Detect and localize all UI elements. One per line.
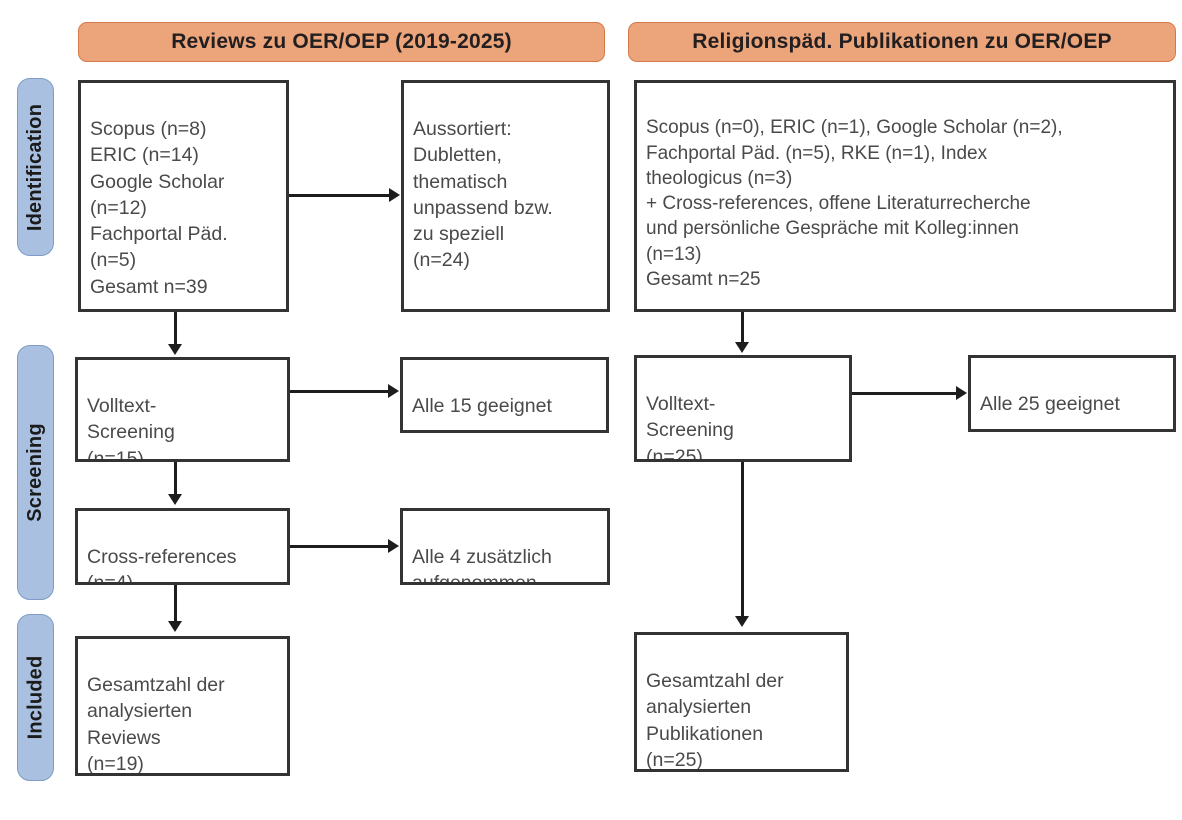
box-left-all-suitable-text: Alle 15 geeignet [412, 395, 552, 418]
box-left-excluded: Aussortiert: Dubletten, thematisch unpas… [401, 80, 610, 312]
box-right-fulltext-screening-text: Volltext- Screening (n=25) [646, 393, 734, 462]
arrowhead-right-screening-to-suitable [956, 386, 967, 400]
connector-left-crossrefs-to-added [290, 545, 388, 548]
connector-right-screening-to-suitable [852, 392, 956, 395]
box-right-fulltext-screening: Volltext- Screening (n=25) [634, 355, 852, 462]
arrowhead-left-screening-to-crossrefs [168, 494, 182, 505]
stage-label-identification: Identification [24, 103, 46, 231]
box-left-identification-sources: Scopus (n=8) ERIC (n=14) Google Scholar … [78, 80, 289, 312]
box-left-fulltext-screening-text: Volltext- Screening (n=15) [87, 395, 175, 462]
box-right-identification-sources: Scopus (n=0), ERIC (n=1), Google Scholar… [634, 80, 1176, 312]
stage-label-screening: Screening [24, 423, 46, 522]
column-header-reviews: Reviews zu OER/OEP (2019-2025) [78, 22, 605, 62]
connector-left-crossrefs-to-included [174, 585, 177, 623]
box-right-identification-sources-text: Scopus (n=0), ERIC (n=1), Google Scholar… [646, 117, 1063, 290]
box-right-included-total-text: Gesamtzahl der analysierten Publikatione… [646, 670, 784, 771]
box-left-cross-references: Cross-references (n=4) [75, 508, 290, 585]
connector-left-sources-to-screening [174, 312, 177, 346]
column-header-religionspaed: Religionspäd. Publikationen zu OER/OEP [628, 22, 1176, 62]
box-left-identification-sources-text: Scopus (n=8) ERIC (n=14) Google Scholar … [90, 118, 228, 298]
box-left-included-total: Gesamtzahl der analysierten Reviews (n=1… [75, 636, 290, 776]
box-left-excluded-text: Aussortiert: Dubletten, thematisch unpas… [413, 118, 553, 272]
arrowhead-right-sources-to-screening [735, 342, 749, 353]
box-left-all-suitable: Alle 15 geeignet [400, 357, 609, 433]
box-right-all-suitable-text: Alle 25 geeignet [980, 393, 1120, 416]
connector-left-screening-to-crossrefs [174, 462, 177, 496]
box-left-all-added: Alle 4 zusätzlich aufgenommen [400, 508, 610, 585]
arrowhead-right-screening-to-included [735, 616, 749, 627]
column-header-reviews-label: Reviews zu OER/OEP (2019-2025) [171, 30, 512, 53]
stage-label-included: Included [24, 655, 47, 740]
box-left-all-added-text: Alle 4 zusätzlich aufgenommen [412, 546, 552, 585]
stage-pill-identification: Identification [17, 78, 54, 256]
arrowhead-left-screening-to-suitable [388, 384, 399, 398]
box-left-included-total-text: Gesamtzahl der analysierten Reviews (n=1… [87, 674, 225, 775]
box-right-all-suitable: Alle 25 geeignet [968, 355, 1176, 432]
arrowhead-left-crossrefs-to-included [168, 621, 182, 632]
connector-left-screening-to-suitable [290, 390, 388, 393]
box-left-cross-references-text: Cross-references (n=4) [87, 546, 237, 585]
arrowhead-left-sources-to-screening [168, 344, 182, 355]
arrowhead-left-crossrefs-to-added [388, 539, 399, 553]
connector-right-screening-to-included [741, 462, 744, 618]
stage-pill-included: Included [17, 614, 54, 781]
box-left-fulltext-screening: Volltext- Screening (n=15) [75, 357, 290, 462]
column-header-religionspaed-label: Religionspäd. Publikationen zu OER/OEP [692, 30, 1112, 53]
stage-pill-screening: Screening [17, 345, 54, 600]
arrowhead-left-sources-to-excluded [389, 188, 400, 202]
connector-left-sources-to-excluded [289, 194, 389, 197]
connector-right-sources-to-screening [741, 312, 744, 344]
box-right-included-total: Gesamtzahl der analysierten Publikatione… [634, 632, 849, 772]
